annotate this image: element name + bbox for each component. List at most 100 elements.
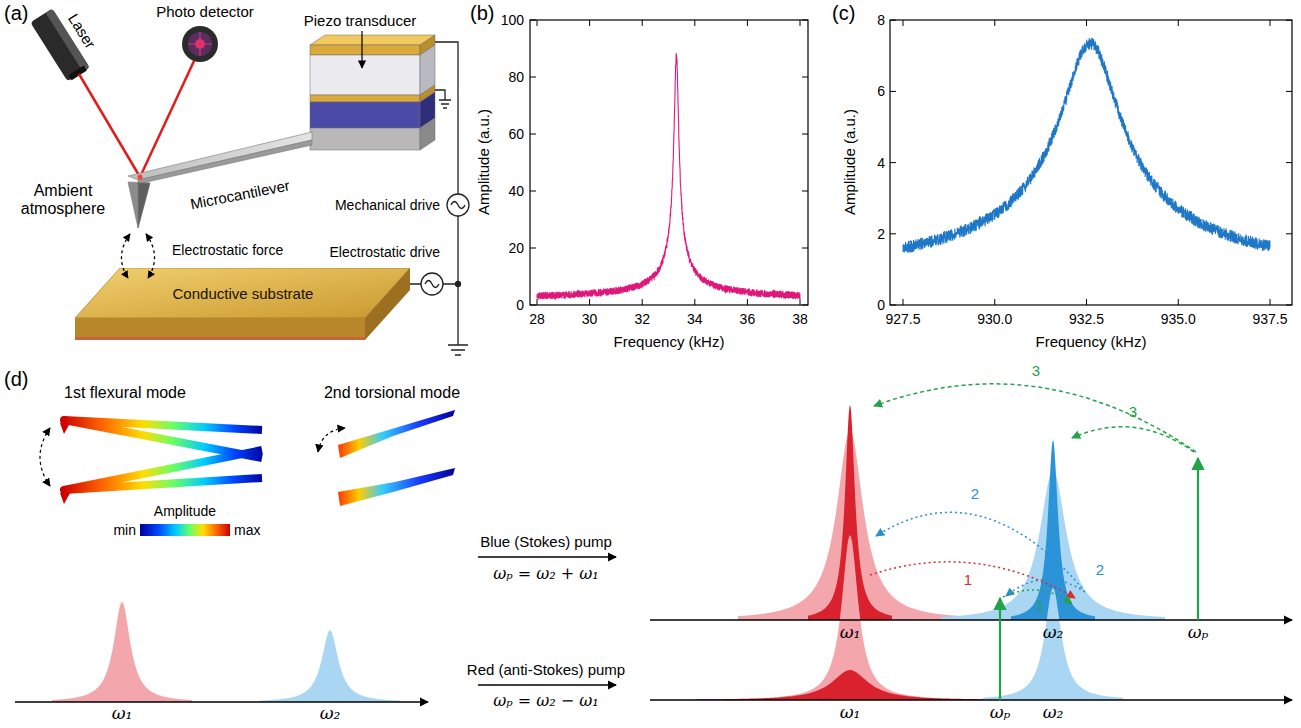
frequency-symbol: ω₁ <box>840 623 861 643</box>
flexural-mode <box>60 493 70 504</box>
transfer-arrows <box>870 384 1196 604</box>
drive-circuit <box>447 194 469 216</box>
torsional-mode <box>338 410 455 458</box>
tick-label: 932.5 <box>1069 311 1104 327</box>
frequency-axes <box>478 556 616 557</box>
panel-label: (d) <box>4 368 28 391</box>
text-label: 2nd torsional mode <box>324 384 460 402</box>
laser-spot <box>138 175 143 180</box>
resonance-peak <box>983 588 1123 700</box>
text-label: Photo detector <box>156 3 254 20</box>
resonance-peak <box>52 602 192 702</box>
torsional-mode <box>318 410 455 506</box>
frequency-symbol: ω₂ <box>320 704 341 724</box>
photo-detector <box>182 26 218 62</box>
callout-number: 1 <box>1036 597 1044 614</box>
pump-arrows <box>999 598 1001 700</box>
axis-ticks <box>530 20 1292 305</box>
piezo-transducer <box>310 95 420 102</box>
callout-number: 2 <box>1096 561 1104 578</box>
tick-label: 2 <box>877 226 885 242</box>
photo-detector <box>195 39 205 49</box>
tick-label: 30 <box>582 311 598 327</box>
drive-circuit <box>425 281 439 288</box>
plot-frame <box>890 20 1292 305</box>
drive-circuit <box>448 345 468 355</box>
flexural-mode <box>60 423 70 434</box>
laser-beam <box>79 61 194 177</box>
callout-number: 1 <box>964 571 972 588</box>
substrate-node: Conductive substrate <box>75 268 410 340</box>
axis-title: Frequency (kHz) <box>1036 333 1147 350</box>
plot-frame <box>530 20 808 305</box>
laser-beam <box>140 61 194 177</box>
piezo-transducer <box>310 102 420 128</box>
text-label: Amplitude <box>154 503 216 519</box>
text-label: Piezo transducer <box>304 12 417 29</box>
panel-label: (c) <box>832 2 855 25</box>
panel-label: (a) <box>4 2 28 25</box>
text-label: Electrostatic drive <box>330 244 440 260</box>
tick-label: 935.0 <box>1161 311 1196 327</box>
tick-label: 4 <box>877 155 885 171</box>
panel-label: (b) <box>470 2 494 25</box>
tick-label: 38 <box>792 311 808 327</box>
transfer-arrows <box>1072 427 1194 452</box>
text-label: Ambient atmosphere <box>7 182 119 219</box>
axis-title: Frequency (kHz) <box>614 333 725 350</box>
pump-arrows <box>1197 458 1199 620</box>
transfer-arrows <box>870 562 1075 598</box>
piezo-transducer <box>310 45 420 55</box>
callout-number: 3 <box>1032 362 1040 379</box>
drive-circuit <box>456 282 461 287</box>
text-label: 1st flexural mode <box>64 384 186 402</box>
text-label: min <box>113 522 136 538</box>
frequency-symbol: ωₚ = ω₂ − ω₁ <box>493 692 599 710</box>
torsional-mode <box>318 428 345 452</box>
frequency-axes <box>650 699 1292 700</box>
leader-arrow <box>361 31 362 68</box>
laser-beam <box>79 74 140 177</box>
frequency-axes <box>15 557 1292 702</box>
substrate-top <box>75 268 410 318</box>
torsional-mode <box>338 468 455 506</box>
axis-title: Amplitude (a.u.) <box>475 109 492 215</box>
microcantilever <box>138 183 150 228</box>
text-label: Mechanical drive <box>335 197 440 213</box>
tick-label: 0 <box>516 297 524 313</box>
tick-label: 40 <box>508 183 524 199</box>
frequency-axes <box>650 619 1292 620</box>
frequency-symbol: ω₂ <box>1043 703 1064 723</box>
tick-label: 20 <box>508 240 524 256</box>
piezo-transducer <box>310 35 435 45</box>
callout-number: 3 <box>1129 403 1137 420</box>
microcantilever <box>128 132 312 180</box>
substrate-base <box>75 337 365 340</box>
substrate-side <box>365 268 410 340</box>
pump-arrows <box>1000 458 1198 700</box>
text-label: Microcantilever <box>189 177 291 213</box>
piezo-transducer <box>310 128 420 150</box>
tick-label: 927.5 <box>885 311 920 327</box>
drive-circuit <box>421 273 443 295</box>
callout-number: 2 <box>971 485 979 502</box>
transfer-arrows <box>874 384 1196 452</box>
laser <box>68 66 86 81</box>
text-label: max <box>234 522 260 538</box>
spectrum-plots <box>530 20 1292 305</box>
frequency-axes <box>478 684 616 685</box>
drive-circuit <box>439 100 451 108</box>
text-label: Red (anti-Stokes) pump <box>467 661 625 678</box>
piezo-transducer <box>310 55 420 95</box>
tick-label: 28 <box>529 311 545 327</box>
tick-label: 6 <box>877 83 885 99</box>
piezo-transducer <box>310 35 435 150</box>
tick-label: 8 <box>877 12 885 28</box>
frequency-symbol: ωₚ <box>1188 623 1209 643</box>
frequency-symbol: ωₚ = ω₂ + ω₁ <box>493 565 599 583</box>
tick-label: 0 <box>877 297 885 313</box>
frequency-symbol: ωₚ <box>990 703 1011 723</box>
